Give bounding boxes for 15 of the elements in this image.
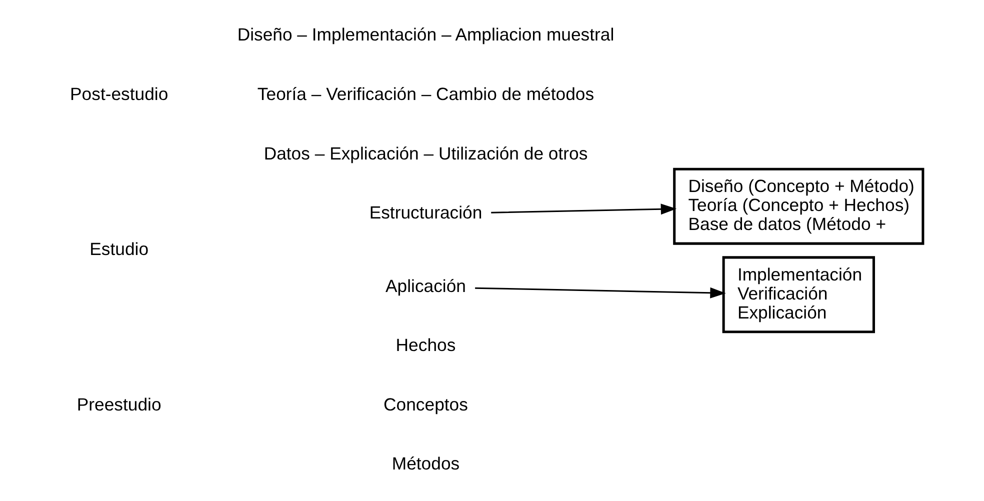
node-text: Estudio bbox=[90, 239, 149, 260]
node-text: Teoría – Verificación – Cambio de métodos bbox=[257, 84, 594, 104]
node-text: Preestudio bbox=[76, 394, 162, 414]
node-box: Implementación Verificación Explicación bbox=[722, 256, 875, 334]
node-text: Métodos bbox=[392, 454, 460, 474]
node-text: Aplicación bbox=[386, 276, 466, 296]
node-text: Conceptos bbox=[384, 394, 468, 414]
node-box: Diseño (Concepto + Método) Teoría (Concepto + Hechos) Base de datos (Método + bbox=[673, 168, 924, 245]
node-text: Diseño – Implementación – Ampliacion muestral bbox=[237, 24, 614, 45]
node-text: Hechos bbox=[396, 335, 456, 356]
node-text: Estructuración bbox=[369, 202, 482, 223]
arrow bbox=[491, 204, 677, 215]
arrow bbox=[475, 287, 726, 298]
node-text: Datos – Explicación – Utilización de otros bbox=[264, 143, 588, 164]
node-text: Post-estudio bbox=[70, 84, 168, 104]
